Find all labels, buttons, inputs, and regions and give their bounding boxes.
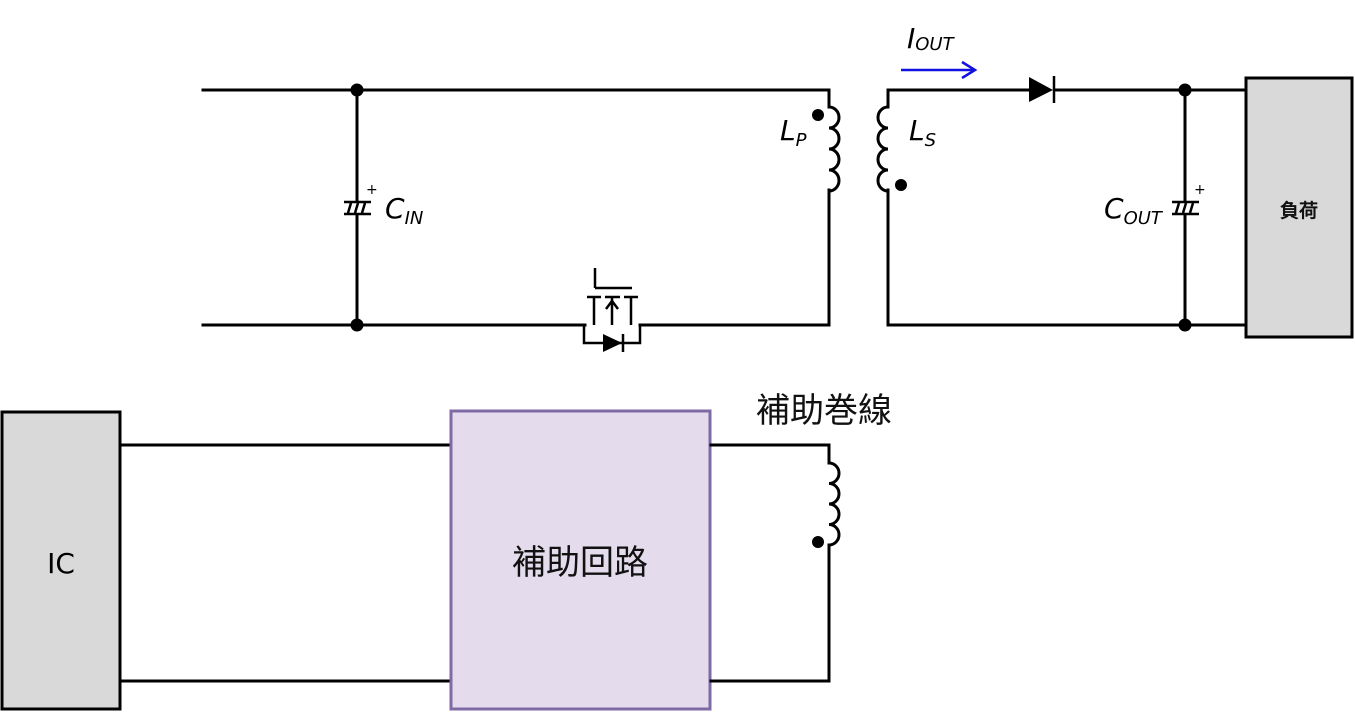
body-diode-triangle	[603, 334, 622, 352]
lp-polarity-dot	[812, 109, 824, 121]
ls-winding	[876, 105, 889, 193]
mosfet-arrow-icon	[605, 298, 619, 310]
secondary-side: IOUT + COUT 負荷	[886, 22, 1354, 339]
ls-polarity-dot	[895, 179, 907, 191]
junction-dot	[1178, 318, 1192, 332]
load-box	[1244, 76, 1354, 339]
ic-label: IC	[47, 547, 75, 580]
c-in-label: CIN	[385, 192, 423, 229]
ic-box	[0, 410, 122, 711]
load-label: 負荷	[1280, 199, 1318, 222]
c-in-hatch	[353, 202, 360, 214]
output-diode	[1029, 76, 1056, 103]
primary-side: + CIN	[201, 83, 831, 352]
aux-winding-label: 補助巻線	[756, 391, 892, 431]
c-out-plus-sign: +	[1194, 182, 1206, 198]
c-out-capacitor: + COUT	[1104, 88, 1206, 327]
c-out-hatch	[1181, 202, 1188, 214]
c-in-plus-sign: +	[366, 182, 378, 198]
output-diode-triangle	[1029, 77, 1053, 102]
aux-winding-polarity-dot	[812, 536, 824, 548]
junction-dot	[350, 83, 364, 97]
c-in-hatch	[346, 202, 353, 214]
iout-label: IOUT	[907, 22, 956, 55]
aux-circuit-box	[449, 409, 712, 711]
auxiliary-section: IC 補助回路 補助巻線	[0, 391, 892, 711]
ic-block: IC	[0, 410, 122, 711]
junction-dot	[350, 318, 364, 332]
transformer: LP LS	[780, 105, 936, 193]
ls-label: LS	[909, 114, 936, 151]
lp-winding	[828, 105, 841, 193]
aux-winding-coil	[828, 461, 841, 547]
mosfet-switch	[582, 268, 642, 352]
load-block: 負荷	[1244, 76, 1354, 339]
aux-circuit-block: 補助回路	[449, 409, 712, 711]
aux-circuit-label: 補助回路	[512, 543, 648, 583]
c-out-hatch	[1188, 202, 1195, 214]
junction-dot	[1178, 83, 1192, 97]
iout-arrow-icon	[961, 60, 978, 80]
iout-indicator: IOUT	[901, 22, 978, 80]
lp-label: LP	[780, 114, 807, 151]
c-in-capacitor: + CIN	[344, 88, 423, 327]
c-in-hatch	[360, 202, 367, 214]
c-out-label: COUT	[1104, 192, 1164, 229]
c-out-hatch	[1174, 202, 1181, 214]
